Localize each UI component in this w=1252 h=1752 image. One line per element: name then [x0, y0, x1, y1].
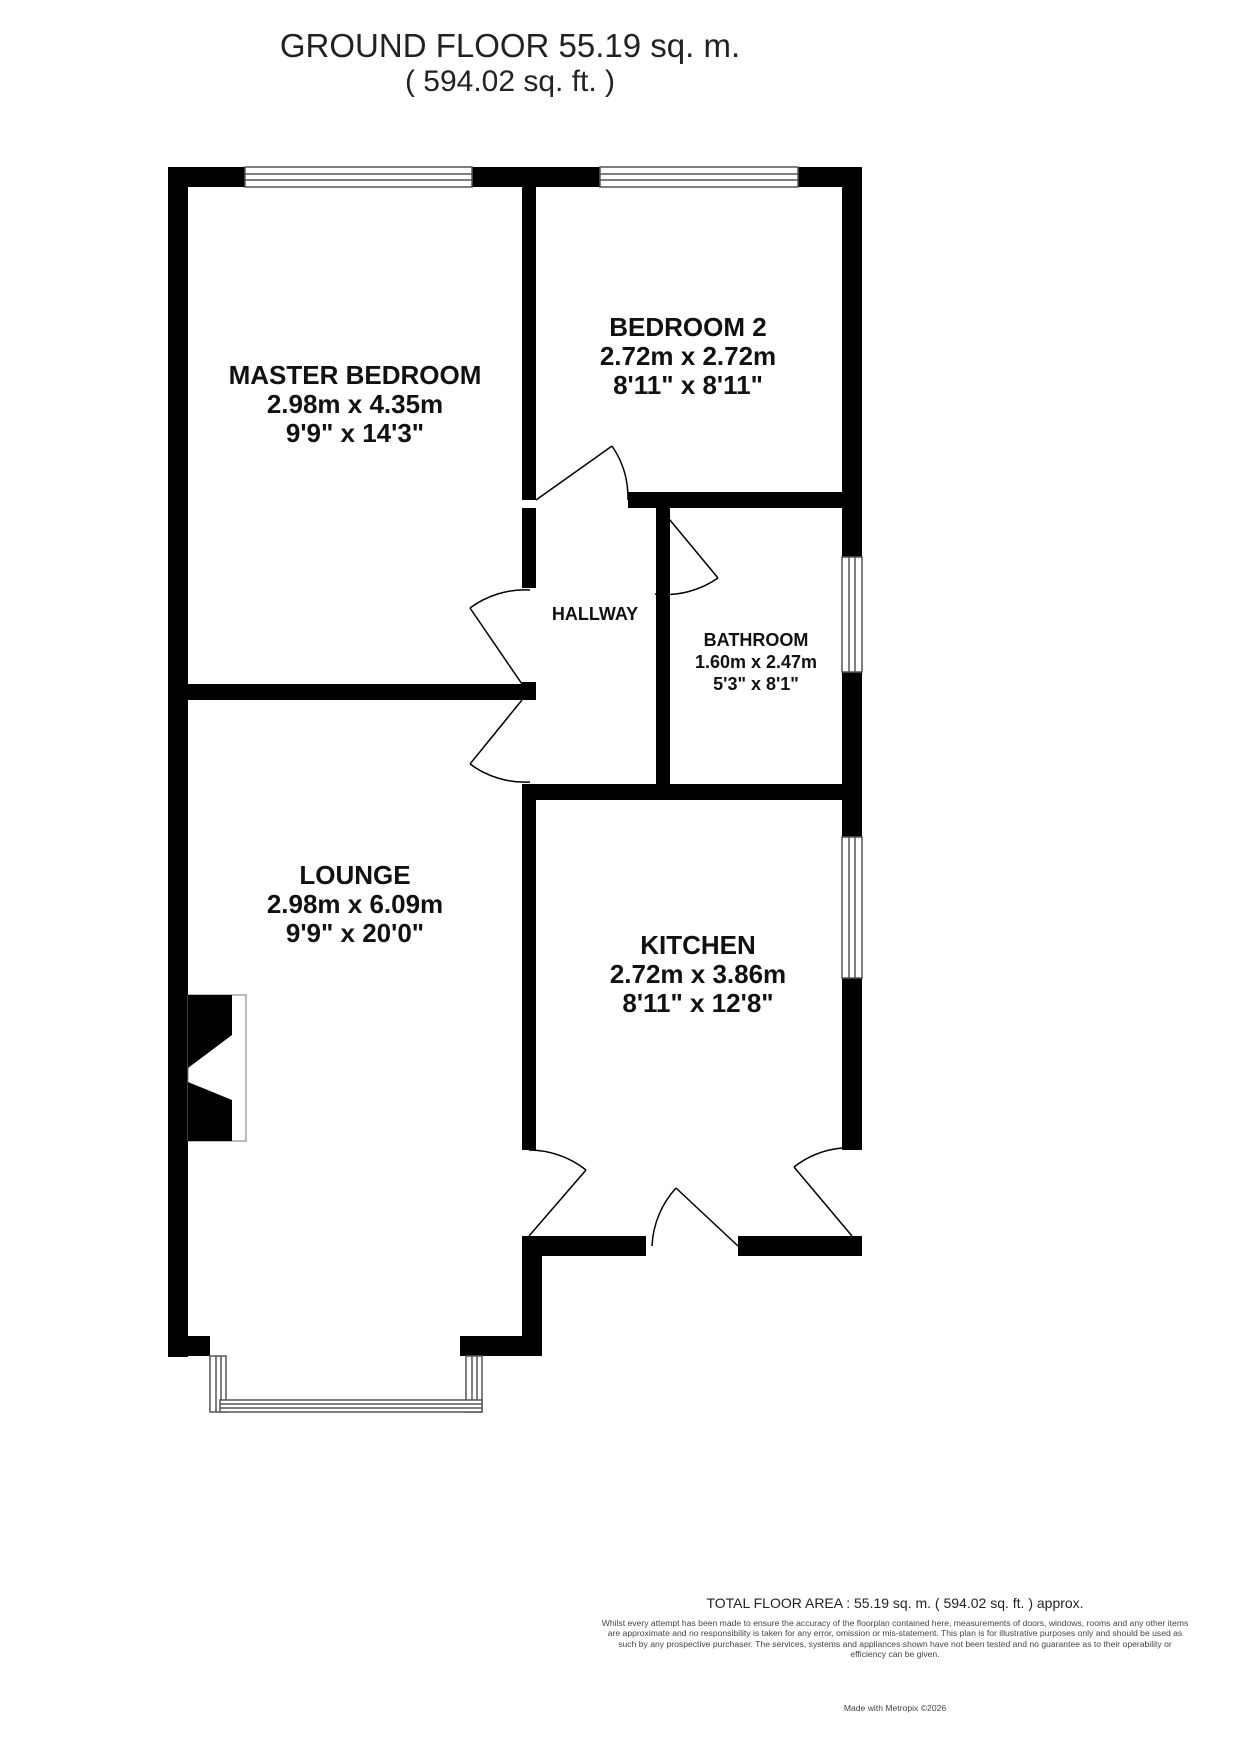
- room-dimensions-imperial: 9'9" x 20'0": [286, 918, 424, 948]
- disclaimer-text: Whilst every attempt has been made to en…: [601, 1618, 1189, 1660]
- window-lounge-bay: [209, 1355, 483, 1413]
- door-lounge: [469, 699, 531, 783]
- room-dimensions-imperial: 9'9" x 14'3": [286, 418, 424, 448]
- window-bathroom: [841, 556, 863, 673]
- room-dimensions-imperial: 8'11" x 8'11": [613, 370, 763, 400]
- wall-kitchen-left: [522, 800, 536, 1150]
- wall-kitchen-bottom-1: [522, 1236, 646, 1256]
- window-master-bedroom: [244, 166, 473, 188]
- walls: [168, 167, 862, 1412]
- room-dimensions-imperial: 8'11" x 12'8": [622, 988, 773, 1018]
- room-name: KITCHEN: [640, 930, 756, 960]
- door-kitchen-lounge: [528, 1149, 587, 1237]
- windows: [209, 166, 863, 1413]
- room-master-bedroom: MASTER BEDROOM 2.98m x 4.35m 9'9" x 14'3…: [229, 360, 482, 448]
- door-bathroom: [654, 507, 719, 596]
- wall-kitchen-top: [522, 784, 862, 800]
- room-name: BEDROOM 2: [609, 312, 766, 342]
- wall-right-3: [842, 978, 862, 1150]
- room-name: MASTER BEDROOM: [229, 360, 482, 390]
- wall-top-1: [168, 167, 245, 187]
- metropix-credit: Made with Metropix ©2026: [843, 1703, 947, 1713]
- wall-right-2: [842, 672, 862, 837]
- floor-area-sqft: ( 594.02 sq. ft. ): [404, 65, 616, 98]
- room-dimensions-metric: 2.98m x 6.09m: [267, 889, 443, 919]
- floor-title: GROUND FLOOR 55.19 sq. m.: [279, 27, 741, 64]
- wall-lounge-bottom-right: [460, 1336, 542, 1356]
- room-bedroom-2: BEDROOM 2 2.72m x 2.72m 8'11" x 8'11": [600, 312, 776, 400]
- window-kitchen: [841, 836, 863, 979]
- door-bedroom-2: [535, 445, 629, 501]
- room-lounge: LOUNGE 2.98m x 6.09m 9'9" x 20'0": [267, 860, 443, 948]
- wall-right-1: [842, 167, 862, 557]
- room-name: LOUNGE: [299, 860, 410, 890]
- wall-bed-lounge: [188, 684, 536, 700]
- room-dimensions-imperial: 5'3" x 8'1": [713, 674, 799, 694]
- wall-partition-hall-1: [522, 508, 536, 588]
- doors: [469, 445, 853, 1247]
- window-bedroom-2: [599, 166, 799, 188]
- wall-bed2-bottom: [628, 492, 862, 508]
- wall-left-exterior: [168, 167, 188, 1357]
- wall-bathroom-left: [656, 508, 670, 784]
- total-floor-area: TOTAL FLOOR AREA : 55.19 sq. m. ( 594.02…: [706, 1595, 1084, 1611]
- fireplace: [187, 994, 247, 1142]
- room-dimensions-metric: 2.98m x 4.35m: [267, 389, 443, 419]
- wall-top-2: [472, 167, 600, 187]
- wall-lounge-step: [522, 1236, 542, 1356]
- room-name: HALLWAY: [552, 604, 638, 624]
- room-bathroom: BATHROOM 1.60m x 2.47m 5'3" x 8'1": [695, 630, 817, 694]
- room-dimensions-metric: 2.72m x 3.86m: [610, 959, 786, 989]
- wall-kitchen-bottom-2: [738, 1236, 862, 1256]
- room-kitchen: KITCHEN 2.72m x 3.86m 8'11" x 12'8": [610, 930, 786, 1018]
- door-kitchen-rear: [651, 1187, 739, 1247]
- room-name: BATHROOM: [704, 630, 809, 650]
- door-master-bedroom: [469, 589, 531, 685]
- room-dimensions-metric: 2.72m x 2.72m: [600, 341, 776, 371]
- door-kitchen-side: [793, 1147, 853, 1237]
- room-dimensions-metric: 1.60m x 2.47m: [695, 652, 817, 672]
- wall-lounge-bottom-left: [168, 1336, 210, 1356]
- wall-partition-upper: [522, 187, 536, 500]
- room-hallway: HALLWAY: [552, 604, 638, 624]
